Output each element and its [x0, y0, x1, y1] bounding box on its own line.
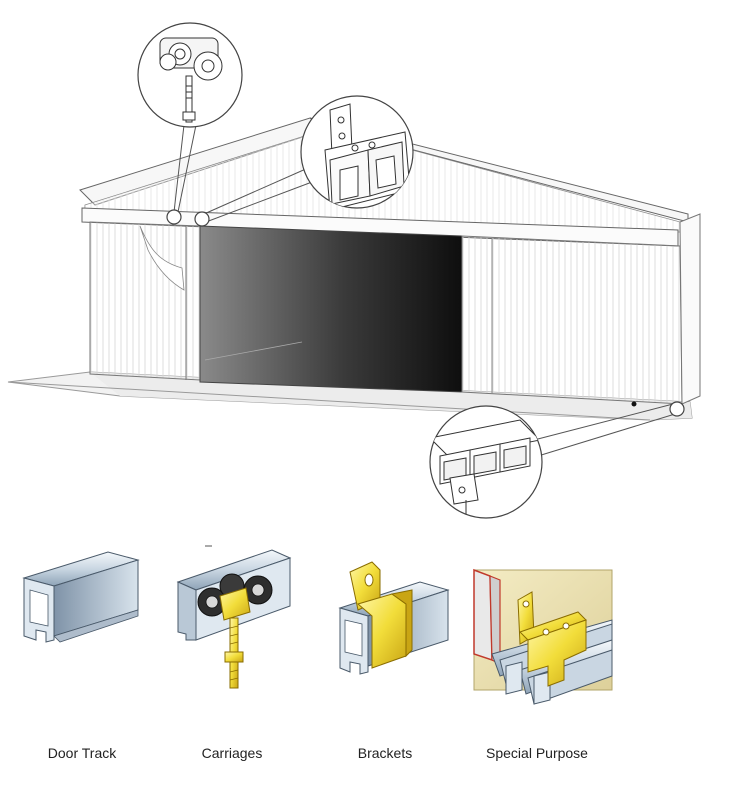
open-doorway	[199, 225, 463, 393]
callout-bracket-detail	[300, 95, 414, 209]
callout-marker-bottom-guide[interactable]	[669, 401, 685, 417]
caption-brackets: Brackets	[357, 745, 413, 761]
left-door-panel	[89, 221, 201, 381]
door-track-icon[interactable]	[22, 551, 140, 643]
side-wall	[679, 213, 701, 405]
callout-carriage-detail	[137, 22, 243, 128]
caption-door-track: Door Track	[47, 745, 117, 761]
callout-bottom-guide-detail	[429, 405, 543, 519]
caption-special-purpose: Special Purpose	[486, 745, 588, 761]
callout-marker-bracket[interactable]	[194, 211, 210, 227]
right-door-panel	[461, 235, 683, 405]
special-purpose-icon[interactable]	[473, 568, 613, 705]
bracket-icon[interactable]	[338, 561, 450, 675]
callout-leaders	[173, 124, 676, 457]
callout-marker-carriage[interactable]	[166, 209, 182, 225]
carriage-icon[interactable]	[176, 545, 292, 689]
caption-carriages: Carriages	[201, 745, 263, 761]
